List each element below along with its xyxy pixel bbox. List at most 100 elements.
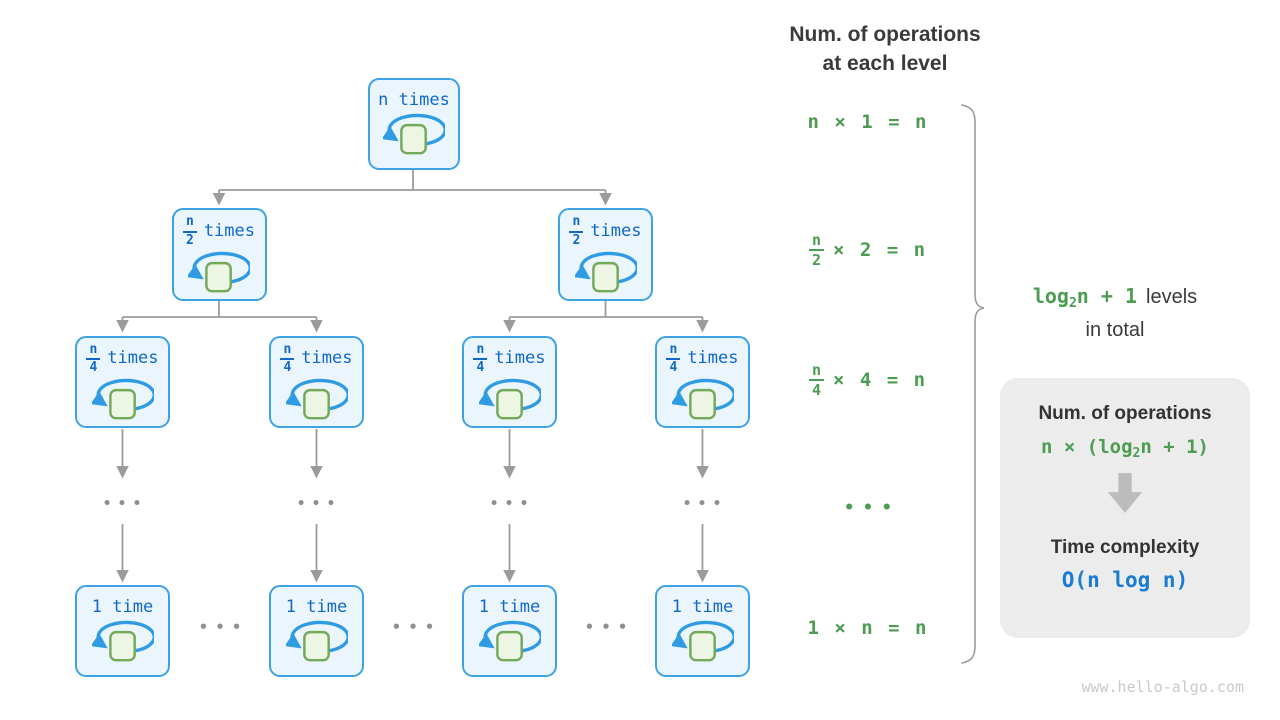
tree-node-n2-left: n 2 times [171,208,267,301]
node-label-text: 1 time [285,597,348,618]
tree-node-leaf-1: 1 time [75,585,170,677]
fraction-numerator: n [666,342,681,360]
levels-brace [961,104,985,664]
fraction-denominator: 4 [283,360,292,375]
fraction: n 2 [808,231,824,269]
fraction-numerator: n [182,214,197,233]
tree-node-n4-2: n 4 times [269,336,364,428]
fraction: n 4 [473,342,488,376]
fraction: n 4 [666,342,681,376]
node-label: n 4 times [280,342,353,376]
loop-icon [92,620,154,663]
node-label: 1 time [671,597,734,618]
panel-ops-formula: n × (log2n + 1) [1041,436,1209,461]
fraction-numerator: n [473,342,488,360]
loop-icon [479,620,541,663]
fraction-numerator: n [280,342,295,360]
node-label-text: times [107,348,159,369]
fraction: n 2 [569,214,584,248]
loop-icon [672,620,734,663]
ops-header: Num. of operations at each level [765,20,1005,78]
node-label-text: times [687,348,739,369]
level-ops-row-2: n 2 × 2 = n [778,228,958,272]
loop-icon [575,251,637,294]
loop-icon [188,251,250,294]
node-label-text: times [590,220,642,241]
down-arrow-icon [1107,473,1143,513]
fraction-numerator: n [569,214,584,233]
fraction-denominator: 4 [89,360,98,375]
tree-node-n4-1: n 4 times [75,336,170,428]
summary-panel: Num. of operations n × (log2n + 1) Time … [1000,378,1250,638]
column-ellipsis: ••• [682,496,728,512]
column-ellipsis: ••• [296,496,342,512]
node-label-text: 1 time [91,597,154,618]
panel-complexity-title: Time complexity [1050,537,1200,558]
levels-word: levels [1146,286,1198,308]
panel-complexity-value: O(n log n) [1061,568,1189,592]
tree-node-leaf-3: 1 time [462,585,557,677]
leaf-gap-ellipsis: ••• [198,618,249,636]
fraction-denominator: 4 [476,360,485,375]
loop-icon [383,113,445,156]
loop-icon [286,620,348,663]
level-ops-ellipsis: ••• [843,498,901,518]
leaf-gap-ellipsis: ••• [391,618,442,636]
level-ops-text: × 4 = n [832,369,928,391]
tree-node-leaf-4: 1 time [655,585,750,677]
level-ops-row-1: n × 1 = n [807,111,929,133]
fraction: n 2 [182,214,197,248]
tree-node-n2-right: n 2 times [558,208,653,301]
fraction-denominator: 2 [811,251,821,269]
levels-total-line1: log2n + 1 levels [995,281,1235,315]
node-label: 1 time [91,597,154,618]
ops-header-line1: Num. of operations [789,23,981,46]
node-label-text: 1 time [671,597,734,618]
tree-connectors [116,170,709,583]
node-label: n 4 times [666,342,739,376]
node-label: n 4 times [473,342,546,376]
fraction: n 4 [86,342,101,376]
fraction-denominator: 2 [572,232,581,248]
tree-node-leaf-2: 1 time [269,585,364,677]
fraction-numerator: n [86,342,101,360]
levels-total-label: log2n + 1 levels in total [995,281,1235,346]
node-label-text: times [203,220,255,241]
fraction-numerator: n [808,361,824,381]
fraction-denominator: 4 [669,360,678,375]
loop-icon [479,378,541,421]
node-label-text: 1 time [478,597,541,618]
level-ops-row-3: n 4 × 4 = n [778,358,958,402]
levels-total-line2: in total [1085,319,1145,341]
node-label: 1 time [478,597,541,618]
watermark: www.hello-algo.com [1081,678,1244,696]
log-expression: log2n + 1 [1032,284,1138,311]
tree-node-root: n times [368,78,460,170]
loop-icon [92,378,154,421]
fraction-numerator: n [808,231,824,251]
node-label: n 2 times [182,214,255,248]
column-ellipsis: ••• [102,496,148,512]
node-label: n 2 times [569,214,642,248]
level-ops-row-4: 1 × n = n [807,617,929,639]
fraction: n 4 [808,361,824,399]
level-ops-text: × 2 = n [832,239,928,261]
node-label-text: n times [378,90,450,111]
loop-icon [286,378,348,421]
node-label: n times [378,90,450,111]
node-label: 1 time [285,597,348,618]
node-label-text: times [301,348,353,369]
fraction: n 4 [280,342,295,376]
ops-header-line2: at each level [822,52,948,75]
column-ellipsis: ••• [489,496,535,512]
node-label: n 4 times [86,342,159,376]
tree-node-n4-4: n 4 times [655,336,750,428]
panel-ops-title: Num. of operations [1038,403,1212,424]
node-label-text: times [494,348,546,369]
fraction-denominator: 4 [811,381,821,399]
leaf-gap-ellipsis: ••• [584,618,635,636]
loop-icon [672,378,734,421]
tree-node-n4-3: n 4 times [462,336,557,428]
